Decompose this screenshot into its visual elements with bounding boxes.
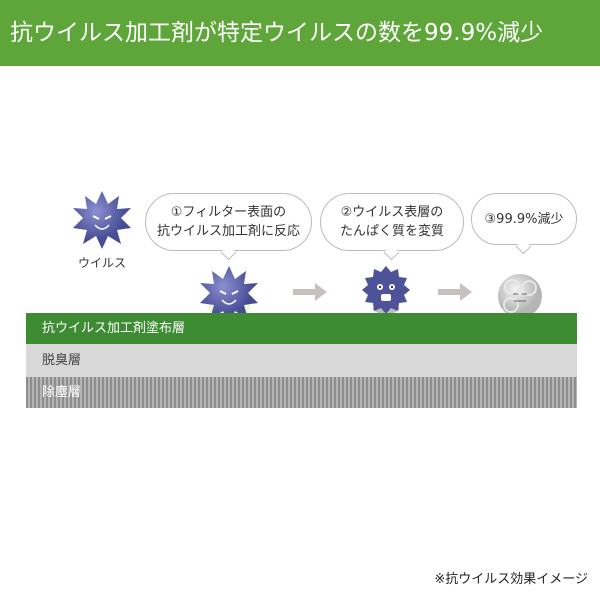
step-2-line2: たんぱく質を変質 xyxy=(339,224,444,239)
footnote: ※抗ウイルス効果イメージ xyxy=(434,572,588,587)
step-1-bubble: ①フィルター表面の抗ウイルス加工剤に反応 xyxy=(145,193,312,251)
virus-denatured-icon xyxy=(362,266,410,314)
step-1-line2: 抗ウイルス加工剤に反応 xyxy=(156,224,300,239)
arrow-right-icon xyxy=(438,283,472,301)
virus-label: ウイルス xyxy=(78,256,127,270)
virus-reacting-icon xyxy=(200,266,258,324)
deodorizing-layer: 脱臭層 xyxy=(26,344,577,377)
arrow-right-icon xyxy=(293,283,327,301)
step-1-line1: ①フィルター表面の xyxy=(170,205,287,220)
dust-removal-layer: 除塵層 xyxy=(26,377,577,408)
page-title: 抗ウイルス加工剤が特定ウイルスの数を99.9%減少 xyxy=(0,0,600,66)
virus-inactivated-icon xyxy=(498,274,542,318)
step-3-line1: ③99.9%減少 xyxy=(484,211,564,227)
step-2-line1: ②ウイルス表層の xyxy=(340,205,444,220)
coating-layer: 抗ウイルス加工剤塗布層 xyxy=(26,313,577,344)
step-3-bubble: ③99.9%減少 xyxy=(471,193,577,245)
virus-icon xyxy=(73,191,131,249)
step-2-bubble: ②ウイルス表層のたんぱく質を変質 xyxy=(320,193,464,251)
